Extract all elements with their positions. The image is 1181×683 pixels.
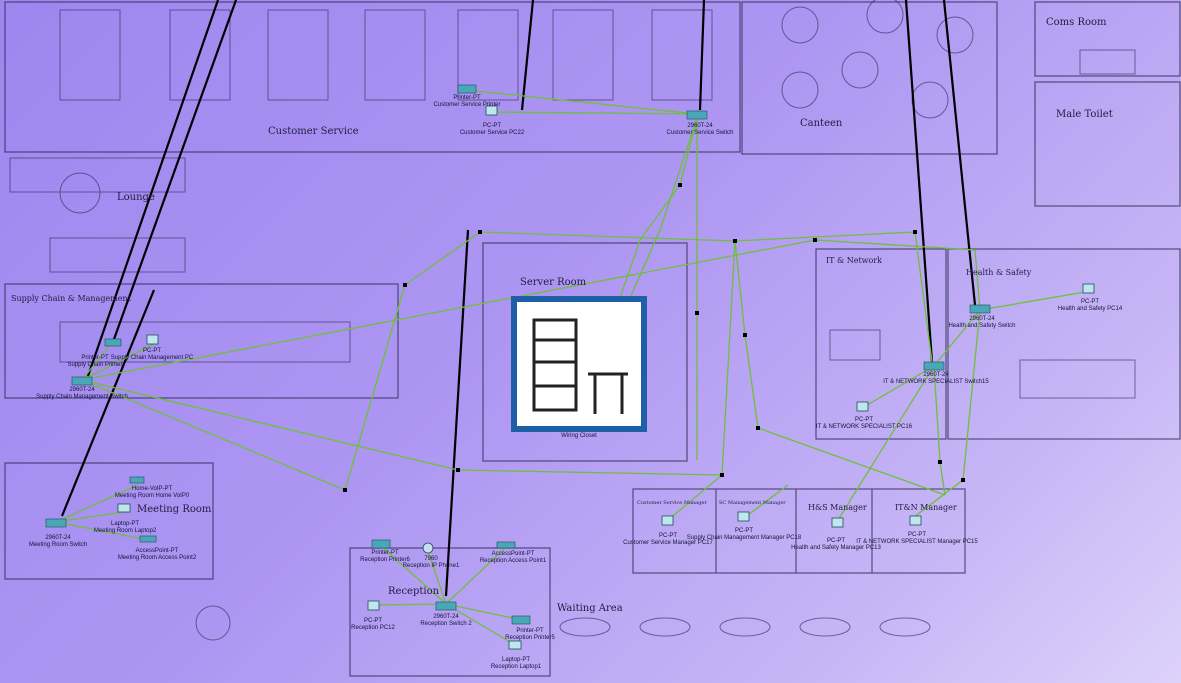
access-point-icon bbox=[140, 536, 156, 542]
room-label-coms-room: Coms Room bbox=[1046, 17, 1107, 28]
room-label-hs-manager: H&S Manager bbox=[808, 503, 867, 512]
device-label: 2960T-24Meeting Room Switch bbox=[29, 535, 87, 549]
device-label: 2960T-24Supply Chain Management Switch bbox=[36, 387, 128, 401]
pc-icon bbox=[1083, 284, 1094, 293]
pc-icon bbox=[662, 516, 673, 525]
device-label: 2960T-24IT & NETWORK SPECIALIST Switch15 bbox=[883, 372, 988, 386]
laptop-icon bbox=[118, 504, 130, 512]
link-bends bbox=[343, 183, 965, 492]
device-label: PC-PTCustomer Service PC22 bbox=[460, 123, 524, 137]
device-label: PC-PTIT & NETWORK SPECIALIST Manager PC1… bbox=[856, 532, 978, 546]
device-label: 2960T-24Customer Service Switch bbox=[666, 123, 733, 137]
device-label: PC-PTIT & NETWORK SPECIALIST PC16 bbox=[816, 417, 912, 431]
wiring-closet-label: Wiring Closet bbox=[561, 433, 597, 439]
room-label-reception: Reception bbox=[388, 586, 439, 597]
printer-icon bbox=[372, 540, 390, 548]
room-label-waiting-area: Waiting Area bbox=[557, 603, 623, 614]
laptop-icon bbox=[509, 641, 521, 649]
device-label: PC-PTSupply Chain Management Manager PC1… bbox=[687, 528, 801, 542]
device-label: AccessPoint-PTMeeting Room Access Point2 bbox=[118, 548, 196, 562]
room-label-server-room: Server Room bbox=[520, 277, 586, 288]
room-label-lounge: Lounge bbox=[117, 192, 155, 203]
room-label-meeting-room: Meeting Room bbox=[137, 504, 211, 515]
pc-icon bbox=[910, 516, 921, 525]
device-label: PC-PTHealth and Safety PC14 bbox=[1058, 299, 1122, 313]
pc-icon bbox=[832, 518, 843, 527]
rack-icon bbox=[511, 296, 647, 432]
device-label: Printer-PTCustomer Service Printer bbox=[433, 95, 500, 109]
switch-icon bbox=[970, 305, 990, 313]
pc-icon bbox=[857, 402, 868, 411]
switch-icon bbox=[687, 111, 707, 119]
device-label: Home-VoIP-PTMeeting Room Home VoIP0 bbox=[115, 486, 189, 500]
device-label: Laptop-PTReception Laptop1 bbox=[491, 657, 541, 671]
pc-icon bbox=[738, 512, 749, 521]
printer-icon bbox=[458, 85, 476, 93]
printer-icon bbox=[512, 616, 530, 624]
room-label-it-network: IT & Network bbox=[826, 256, 882, 265]
access-point-icon bbox=[497, 542, 515, 548]
device-label: PC-PTSupply Chain Management PC bbox=[111, 348, 193, 362]
switch-icon bbox=[436, 602, 456, 610]
ip-phone-icon bbox=[423, 543, 433, 553]
device-label: PC-PTReception PC12 bbox=[351, 618, 395, 632]
room-label-itn-manager: IT&N Manager bbox=[895, 503, 957, 512]
pc-icon bbox=[368, 601, 379, 610]
device-label: Printer-PTReception Printer5 bbox=[505, 628, 555, 642]
room-label-male-toilet: Male Toilet bbox=[1056, 109, 1113, 120]
switch-icon bbox=[46, 519, 66, 527]
switch-icon bbox=[924, 362, 944, 370]
room-label-sc-manager: SC Management Manager bbox=[719, 500, 786, 506]
device-label: 2960T-24Health and Safety Switch bbox=[948, 316, 1015, 330]
device-label: Laptop-PTMeeting Room Laptop2 bbox=[94, 521, 156, 535]
device-label: Printer-PTSupply Chain Printer bbox=[67, 355, 122, 369]
switch-icon bbox=[72, 377, 92, 385]
room-label-customer-service: Customer Service bbox=[268, 126, 359, 137]
room-label-supply-chain: Supply Chain & Management bbox=[11, 294, 131, 303]
pc-icon bbox=[147, 335, 158, 344]
voip-icon bbox=[130, 477, 144, 483]
room-label-canteen: Canteen bbox=[800, 118, 842, 129]
device-label: AccessPoint-PTReception Access Point1 bbox=[480, 551, 546, 565]
device-label: 2960T-24Reception Switch 2 bbox=[420, 614, 471, 628]
printer-icon bbox=[105, 339, 121, 346]
room-label-cs-manager: Customer Service Manager bbox=[637, 500, 707, 506]
device-label: 7960Reception IP Phone1 bbox=[403, 556, 460, 570]
room-label-health-safety: Health & Safety bbox=[966, 268, 1031, 277]
